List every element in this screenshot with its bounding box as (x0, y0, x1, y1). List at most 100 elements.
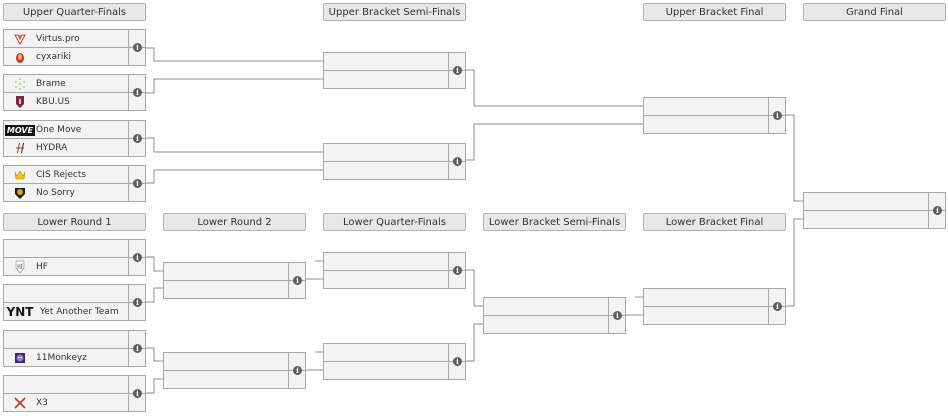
team-slot[interactable] (4, 285, 127, 303)
team-name: cyxariki (36, 52, 72, 62)
match-info-column: i (128, 75, 145, 110)
match-info-column: i (768, 98, 785, 133)
info-icon[interactable]: i (453, 265, 462, 275)
match-divider (4, 393, 145, 394)
team-slot[interactable]: HF (4, 258, 127, 276)
match-lr1-1[interactable]: HF i (3, 239, 146, 276)
info-icon[interactable]: i (453, 65, 462, 75)
info-icon[interactable]: i (453, 156, 462, 166)
team-slot[interactable] (324, 71, 447, 89)
header-lower-round-2: Lower Round 2 (163, 213, 306, 231)
match-uqf-4[interactable]: CIS Rejects No Sorry i (3, 165, 146, 202)
match-lr2-2[interactable]: i (163, 352, 306, 389)
info-icon[interactable]: i (613, 310, 622, 320)
team-slot[interactable] (324, 362, 447, 380)
info-icon[interactable]: i (773, 110, 782, 120)
team-slot[interactable] (324, 253, 447, 271)
team-slot[interactable] (484, 298, 607, 316)
info-icon[interactable]: i (133, 297, 142, 307)
team-slot[interactable] (164, 263, 287, 281)
match-divider (4, 257, 145, 258)
match-lr1-2[interactable]: YNT Yet Another Team i (3, 284, 146, 321)
yet-another-team-logo-icon: YNT (4, 304, 36, 320)
match-divider (644, 115, 785, 116)
team-slot[interactable] (164, 371, 287, 389)
team-slot[interactable] (4, 376, 127, 394)
team-slot[interactable] (644, 98, 767, 116)
team-slot[interactable]: CIS Rejects (4, 166, 127, 184)
match-lbf[interactable]: i (643, 288, 786, 325)
info-icon[interactable]: i (133, 178, 142, 188)
team-slot[interactable]: 11Monkeyz (4, 349, 127, 367)
virtuspro-logo-icon (4, 31, 36, 47)
info-icon[interactable]: i (133, 388, 142, 398)
team-slot[interactable] (324, 53, 447, 71)
team-slot[interactable] (804, 211, 927, 229)
team-slot[interactable]: Brame (4, 75, 127, 93)
connector-uqf2 (146, 78, 323, 94)
team-slot[interactable]: No Sorry (4, 184, 127, 202)
match-divider (4, 47, 145, 48)
match-divider (4, 183, 145, 184)
x3-logo-icon (4, 395, 36, 411)
cyxariki-logo-icon (4, 49, 36, 65)
team-slot[interactable] (644, 307, 767, 325)
team-slot[interactable] (164, 353, 287, 371)
team-slot[interactable] (324, 344, 447, 362)
match-lqf-2[interactable]: i (323, 343, 466, 380)
match-divider (324, 361, 465, 362)
match-divider (164, 280, 305, 281)
match-ubsf-2[interactable]: i (323, 143, 466, 180)
team-slot[interactable] (644, 289, 767, 307)
info-icon[interactable]: i (773, 301, 782, 311)
match-lqf-1[interactable]: i (323, 252, 466, 289)
connector-lr1-3 (146, 347, 163, 362)
connector-lr1-2 (146, 287, 163, 303)
team-slot[interactable]: HYDRA (4, 139, 127, 157)
team-slot[interactable] (324, 271, 447, 289)
match-lr1-3[interactable]: 11Monkeyz i (3, 330, 146, 367)
team-slot[interactable] (324, 144, 447, 162)
match-grand-final[interactable]: i (803, 192, 946, 229)
match-ubsf-1[interactable]: i (323, 52, 466, 89)
team-slot[interactable]: Virtus.pro (4, 30, 127, 48)
team-slot[interactable] (164, 281, 287, 299)
team-slot[interactable]: X3 (4, 394, 127, 412)
info-icon[interactable]: i (293, 275, 302, 285)
info-icon[interactable]: i (133, 87, 142, 97)
match-lr1-4[interactable]: X3 i (3, 375, 146, 412)
match-divider (4, 348, 145, 349)
match-uqf-1[interactable]: Virtus.pro cyxariki i (3, 29, 146, 66)
team-name: HYDRA (36, 143, 68, 153)
match-ubf[interactable]: i (643, 97, 786, 134)
match-uqf-3[interactable]: MOVE One Move HYDRA i (3, 120, 146, 157)
team-slot[interactable] (644, 116, 767, 134)
team-slot[interactable]: KBU.US (4, 93, 127, 111)
team-name: 11Monkeyz (36, 353, 87, 363)
team-name: KBU.US (36, 97, 70, 107)
team-slot[interactable] (324, 162, 447, 180)
match-lr2-1[interactable]: i (163, 262, 306, 299)
team-slot[interactable] (4, 331, 127, 349)
info-icon[interactable]: i (453, 356, 462, 366)
match-divider (4, 138, 145, 139)
hydra-logo-icon (4, 140, 36, 156)
team-slot[interactable]: YNT Yet Another Team (4, 303, 127, 321)
info-icon[interactable]: i (133, 252, 142, 262)
info-icon[interactable]: i (933, 205, 942, 215)
info-icon[interactable]: i (293, 365, 302, 375)
match-divider (4, 92, 145, 93)
info-icon[interactable]: i (133, 42, 142, 52)
team-slot[interactable]: cyxariki (4, 48, 127, 66)
match-info-column: i (128, 166, 145, 201)
info-icon[interactable]: i (133, 133, 142, 143)
match-uqf-2[interactable]: Brame KBU.US i (3, 74, 146, 111)
team-slot[interactable] (4, 240, 127, 258)
team-slot[interactable] (804, 193, 927, 211)
team-slot[interactable] (484, 316, 607, 334)
match-lbsf[interactable]: i (483, 297, 626, 334)
no-sorry-logo-icon (4, 185, 36, 201)
info-icon[interactable]: i (133, 343, 142, 353)
team-slot[interactable]: MOVE One Move (4, 121, 127, 139)
match-info-column: i (768, 289, 785, 324)
